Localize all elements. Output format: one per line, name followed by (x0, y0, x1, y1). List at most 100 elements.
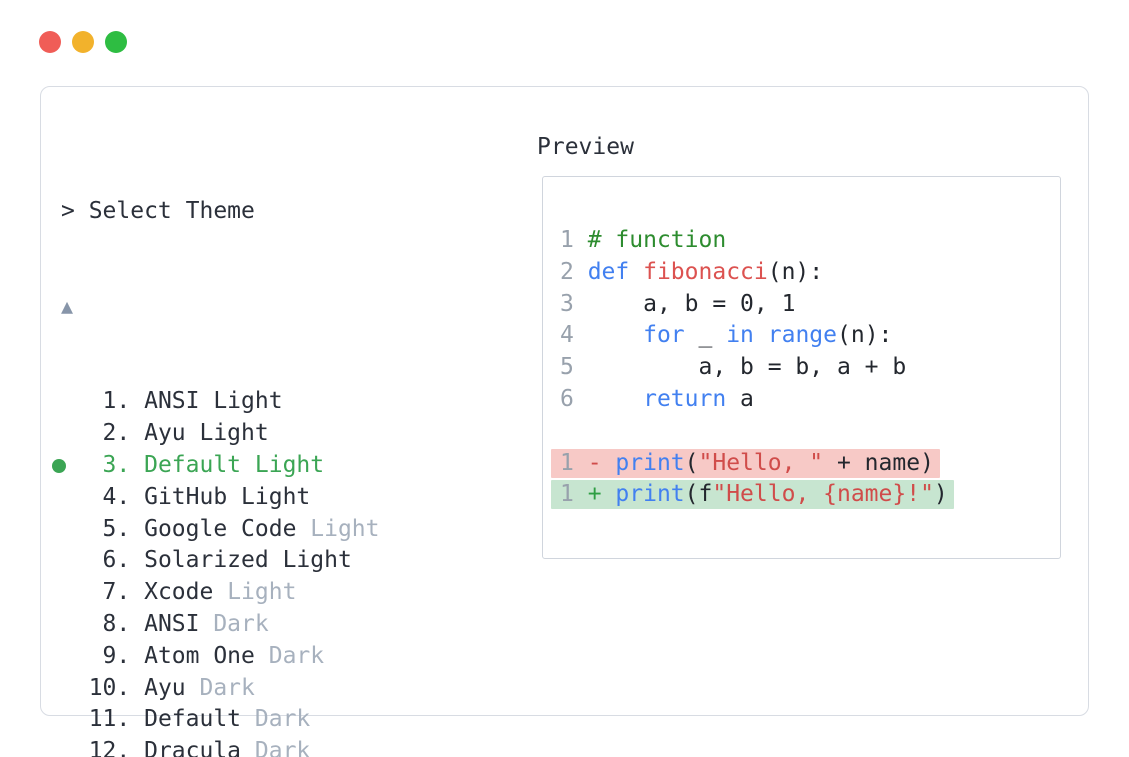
theme-list-item[interactable]: 8. ANSI Dark (61, 609, 521, 641)
theme-item-number: 6. (61, 547, 145, 574)
theme-item-variant-label: Dark (254, 642, 325, 669)
theme-item-number: 2. (61, 420, 145, 447)
diff-highlight: 1 - print("Hello, " + name) (551, 448, 940, 478)
theme-item-number: 7. (61, 579, 145, 606)
theme-item-variant-label: Dark (185, 674, 255, 701)
theme-item-label: Atom One (144, 642, 255, 669)
line-number: 1 (560, 227, 588, 253)
theme-list-item[interactable]: 11. Default Dark (61, 704, 521, 736)
theme-list-item[interactable]: 6. Solarized Light (61, 545, 521, 577)
minimize-button[interactable] (72, 31, 94, 53)
theme-list-item[interactable]: 4. GitHub Light (61, 482, 521, 514)
line-number: 5 (560, 354, 588, 381)
code-line: 5 a, b = b, a + b (560, 352, 954, 384)
theme-item-number: 8. (61, 610, 145, 637)
theme-list-item[interactable]: 10. Ayu Dark (61, 673, 521, 705)
theme-list-item[interactable]: 12. Dracula Dark (61, 736, 521, 757)
theme-picker-column: > Select Theme ▲ 1. ANSI Light 2. Ayu Li… (52, 132, 521, 757)
scroll-up-icon[interactable]: ▲ (61, 293, 74, 318)
theme-item-number: 10. (61, 674, 145, 701)
select-theme-prompt: > Select Theme (61, 197, 255, 224)
code-token: fibonacci (643, 258, 768, 285)
theme-item-variant-label: Dark (199, 610, 269, 637)
close-button[interactable] (39, 31, 61, 53)
line-number: 3 (560, 290, 588, 317)
code-token (754, 322, 768, 348)
diff-line-added: 1 + print(f"Hello, {name}!") (551, 479, 954, 511)
theme-item-variant-label: Dark (241, 738, 311, 757)
code-token: _ (684, 322, 727, 349)
selected-bullet-icon (52, 458, 66, 473)
code-token (629, 259, 643, 285)
code-token: for (643, 322, 685, 349)
line-number: 2 (560, 258, 588, 285)
code-token: range (767, 322, 837, 349)
code-token: print (615, 481, 685, 508)
theme-item-variant-label: Light (213, 579, 297, 606)
code-token: # function (587, 227, 727, 253)
window-controls (39, 31, 127, 53)
theme-item-label: GitHub Light (144, 483, 311, 510)
code-token: a, b = b, a + b (587, 354, 907, 381)
code-token: a, b = 0, 1 (587, 290, 796, 317)
blank-code-line (560, 416, 954, 448)
theme-list-item[interactable]: 7. Xcode Light (61, 577, 521, 609)
code-token: ) (933, 481, 948, 508)
code-token: def (587, 258, 630, 285)
code-token: return (643, 385, 727, 412)
code-token: (n): (767, 258, 824, 285)
code-line: 2 def fibonacci(n): (560, 257, 954, 289)
code-line: 6 return a (560, 384, 954, 416)
code-line: 1 # function (560, 225, 954, 257)
theme-item-label: ANSI (144, 610, 200, 637)
theme-item-number: 5. (61, 515, 145, 542)
theme-item-number: 4. (61, 483, 145, 510)
theme-list-item[interactable]: 9. Atom One Dark (61, 641, 521, 673)
code-token: a (726, 385, 754, 412)
theme-item-variant-label: Light (296, 515, 380, 542)
code-line: 3 a, b = 0, 1 (560, 289, 954, 321)
code-line: 4 for _ in range(n): (560, 320, 954, 352)
line-number: 1 (560, 481, 588, 508)
diff-line-removed: 1 - print("Hello, " + name) (551, 448, 954, 480)
theme-item-label: Google Code (144, 515, 297, 542)
theme-item-number: 3. (61, 451, 145, 478)
theme-item-label: Default Light (144, 451, 325, 478)
code-token: ( (684, 449, 699, 476)
line-number: 6 (560, 385, 588, 412)
theme-list-item[interactable]: 3. Default Light (52, 450, 521, 482)
code-token: + (587, 481, 616, 508)
theme-list-item[interactable]: 1. ANSI Light (61, 386, 521, 418)
line-number: 1 (560, 449, 588, 476)
theme-picker-dialog: > Select Theme ▲ 1. ANSI Light 2. Ayu Li… (40, 86, 1089, 757)
code-token: "Hello, " (698, 449, 824, 476)
theme-list-item[interactable]: 5. Google Code Light (61, 514, 521, 546)
theme-item-label: Solarized Light (144, 547, 352, 574)
code-token (588, 386, 643, 412)
code-token: - (587, 449, 616, 476)
theme-item-label: Ayu Light (144, 420, 269, 447)
theme-item-label: Dracula (144, 738, 242, 757)
code-token: print (615, 449, 685, 476)
theme-list-item[interactable]: 2. Ayu Light (61, 418, 521, 450)
theme-item-label: ANSI Light (144, 388, 283, 415)
theme-item-number: 11. (61, 706, 145, 733)
code-token: "Hello, {name}!" (712, 481, 934, 508)
code-token (588, 322, 643, 348)
code-token: (n): (837, 322, 893, 349)
code-token: + name) (823, 449, 934, 476)
theme-list: 1. ANSI Light 2. Ayu Light 3. Default Li… (52, 386, 521, 757)
theme-item-label: Ayu (144, 674, 186, 701)
code-token: in (726, 322, 754, 349)
theme-item-number: 9. (61, 642, 145, 669)
preview-title: Preview (537, 134, 634, 160)
code-token: (f (684, 481, 713, 508)
theme-item-variant-label: Dark (241, 706, 311, 733)
theme-item-number: 1. (61, 388, 145, 415)
theme-item-number: 12. (61, 738, 145, 757)
theme-item-label: Xcode (144, 579, 214, 606)
zoom-button[interactable] (105, 31, 127, 53)
